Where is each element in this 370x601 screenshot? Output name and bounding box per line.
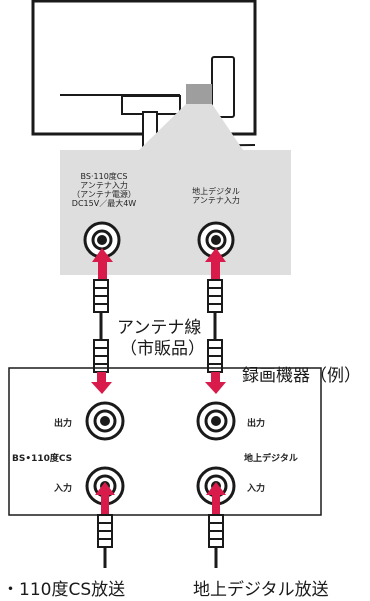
arrows-to-recorder-inputs: [95, 482, 226, 514]
recorder-output-left-connector: [85, 401, 125, 441]
recorder-input-right-label: 入力: [247, 484, 266, 494]
recorder-bs-cs-label: BS•110度CS: [12, 454, 73, 464]
arrows-to-recorder: [91, 372, 226, 394]
recorder-output-right-label: 出力: [247, 419, 266, 429]
tv-bs-cs-input-label: BS·110度CS アンテナ入力 （アンテナ電源） DC15V／最大4W: [71, 172, 137, 208]
cable-label-line2: （市販品）: [120, 339, 205, 359]
tv-terrestrial-input-label: 地上デジタル アンテナ入力: [192, 187, 240, 205]
arrows-to-tv: [92, 248, 226, 280]
tv-side-block: [211, 56, 235, 118]
terminal-highlight: [186, 84, 212, 104]
antenna-cable-left: [93, 279, 109, 373]
recorder-terrestrial-label: 地上デジタル: [244, 454, 298, 464]
broadcast-left-label: ・110度CS放送: [2, 580, 126, 600]
antenna-cable-right: [207, 279, 223, 373]
callout-wedge: [136, 104, 245, 153]
tv-bs-cs-connector: [83, 221, 121, 259]
recorder-input-left-label: 入力: [54, 484, 73, 494]
cable-label-line1: アンテナ線: [117, 318, 202, 338]
recorder-output-left-label: 出力: [54, 419, 73, 429]
tv-terrestrial-connector: [197, 221, 235, 259]
recorder-output-right-connector: [196, 401, 236, 441]
recorder-box: [8, 367, 322, 516]
incoming-cable-left: [97, 514, 113, 568]
recorder-title: 録画機器（例）: [242, 366, 361, 386]
incoming-cable-right: [208, 514, 224, 568]
broadcast-right-label: 地上デジタル放送: [193, 580, 329, 600]
